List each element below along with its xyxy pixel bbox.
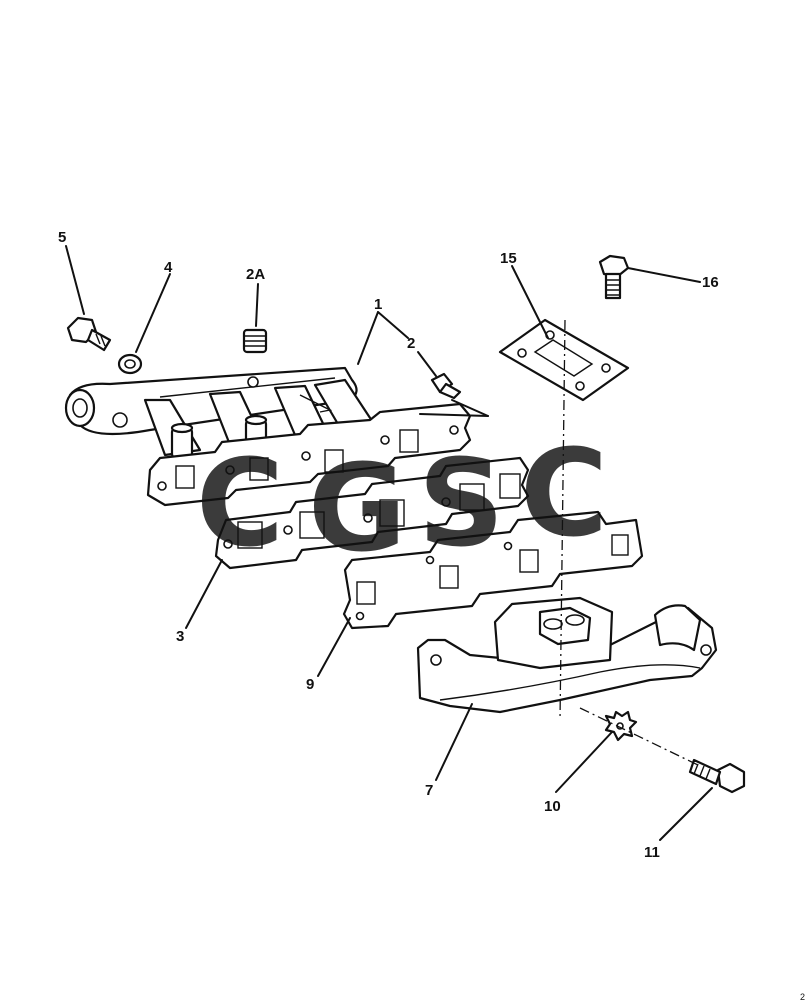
callout-3: 3	[176, 628, 184, 645]
exhaust-gasket-part	[342, 510, 644, 630]
bolt-16-part	[598, 254, 630, 300]
leader-lines	[65, 245, 713, 841]
callout-labels: 5 4 2A 1 2 15 16 3 9 7 10 11 2	[58, 229, 805, 1002]
bolt-5-part	[66, 316, 112, 352]
watermark-letter: C	[196, 435, 284, 574]
exhaust-manifold-part	[416, 596, 718, 714]
callout-9: 9	[306, 676, 314, 693]
callout-2a: 2A	[246, 266, 265, 283]
callout-5: 5	[58, 229, 66, 246]
pipe-plug-2a-part	[242, 328, 268, 354]
lock-washer-4-part	[117, 353, 143, 375]
corner-mark: 2	[800, 992, 805, 1000]
watermark-letter: G	[308, 440, 407, 579]
callout-15: 15	[500, 250, 517, 267]
star-washer-10-part	[604, 710, 638, 742]
bolt-11-part	[688, 758, 746, 794]
callout-1: 1	[374, 296, 382, 313]
callout-4: 4	[164, 259, 173, 276]
intake-gasket-part	[214, 456, 530, 570]
callout-11: 11	[644, 844, 660, 861]
watermark-letter: S	[418, 435, 504, 574]
callout-10: 10	[544, 798, 561, 815]
watermark: C G S C	[196, 425, 608, 579]
callout-16: 16	[702, 274, 719, 291]
intake-manifold-part	[64, 366, 472, 507]
watermark-letter: C	[520, 425, 608, 564]
callout-2: 2	[407, 335, 415, 352]
callout-7: 7	[425, 782, 433, 799]
plug-2-part	[430, 372, 462, 400]
